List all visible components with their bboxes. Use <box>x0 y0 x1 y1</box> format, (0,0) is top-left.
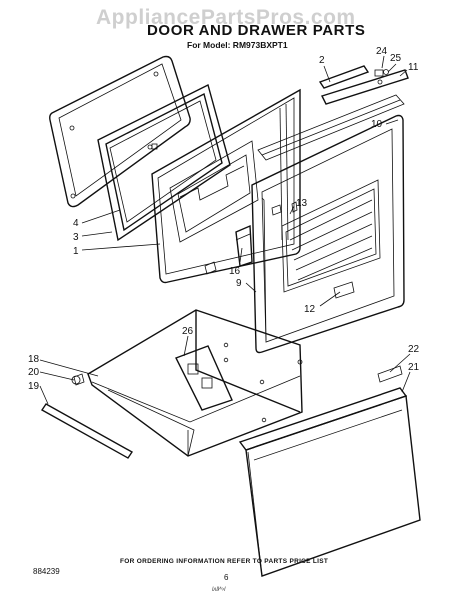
callout-26: 26 <box>182 326 194 337</box>
callout-2: 2 <box>319 55 325 66</box>
front-door-glass <box>251 94 405 354</box>
watermark: AppliancePartsPros.com <box>96 6 356 29</box>
model-subtitle: For Model: RM973BXPT1 <box>187 40 288 50</box>
callout-24: 24 <box>376 46 388 57</box>
document-number: 884239 <box>33 567 60 576</box>
callout-11: 11 <box>408 62 419 73</box>
page-title: DOOR AND DRAWER PARTS <box>147 22 366 39</box>
callout-13: 13 <box>296 198 308 209</box>
drawer-bracket <box>175 345 233 411</box>
callout-22: 22 <box>408 344 420 355</box>
callout-25: 25 <box>390 53 402 64</box>
drawer-body <box>87 309 303 457</box>
callout-10: 10 <box>371 119 383 130</box>
callout-21: 21 <box>408 362 420 373</box>
drawer-glides <box>40 373 134 459</box>
inner-door-panel <box>151 88 301 284</box>
ordering-info-note: FOR ORDERING INFORMATION REFER TO PARTS … <box>120 558 329 565</box>
drawer-front-panel <box>238 365 421 577</box>
leader-lines <box>39 55 411 405</box>
callout-20: 20 <box>28 367 40 378</box>
window-gasket <box>97 83 231 242</box>
callout-18: 18 <box>28 354 40 365</box>
door-hinge <box>235 224 253 267</box>
callout-4: 4 <box>73 218 79 229</box>
callout-3: 3 <box>73 232 79 243</box>
callout-16: 16 <box>229 266 241 277</box>
callout-19: 19 <box>28 381 40 392</box>
callout-1: 1 <box>73 246 79 257</box>
outer-door-panel <box>49 55 191 208</box>
handwritten-mark: ɫʌɫɫ⁄ᵛ⸗ɫ <box>212 587 226 593</box>
callout-9: 9 <box>236 278 242 289</box>
top-trim-parts <box>318 65 409 105</box>
page-number: 6 <box>224 573 229 582</box>
callout-12: 12 <box>304 304 316 315</box>
callout-labels: 2 24 25 11 10 4 3 1 13 16 9 12 26 18 20 … <box>28 46 420 392</box>
